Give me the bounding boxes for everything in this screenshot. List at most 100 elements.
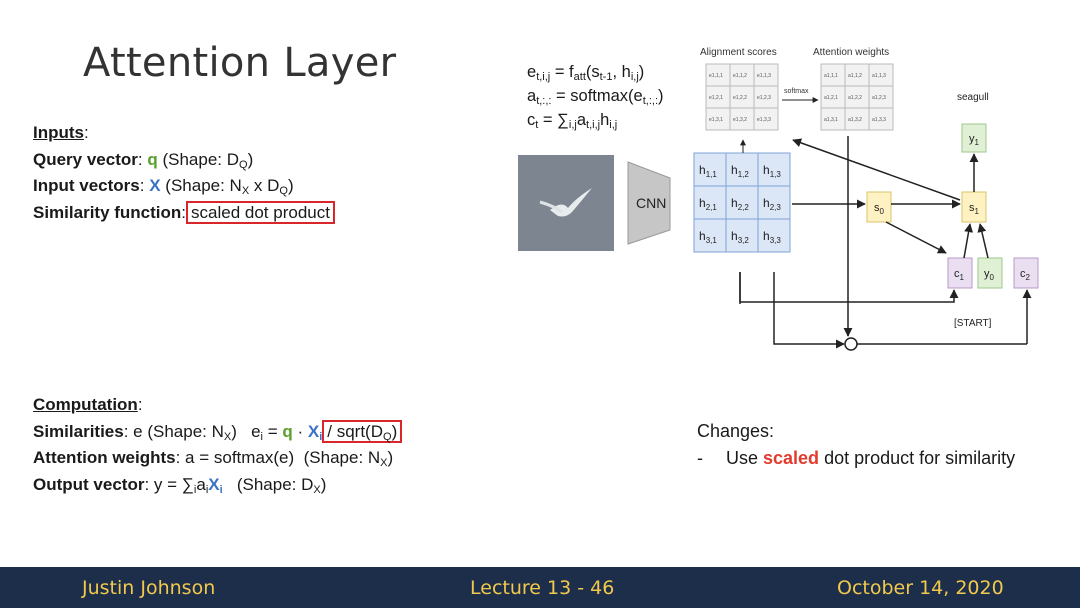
attention-weight-cell-label: a1,3,1 <box>824 117 838 123</box>
changes-block: Changes: - Use scaled dot product for si… <box>697 418 1015 472</box>
cnn-block <box>627 161 671 245</box>
attention-weight-cell-label: a1,2,1 <box>824 95 838 101</box>
input-symbol: X <box>149 176 161 195</box>
similarity-line: Similarity function:scaled dot product <box>33 200 335 227</box>
input-shape-sub1: X <box>241 185 250 197</box>
attention-weight-cell <box>868 107 894 131</box>
feature-cell-label: h1,2 <box>731 163 749 179</box>
alignment-score-cell-label: e1,3,1 <box>709 117 723 123</box>
input-line: Input vectors: X (Shape: NX x DQ) <box>33 176 294 197</box>
feature-cell-label: h2,1 <box>699 196 717 212</box>
similarities-label: Similarities <box>33 421 124 441</box>
query-symbol: q <box>147 149 158 169</box>
feature-cell-label: h3,1 <box>699 229 717 245</box>
feature-cell-label: h2,3 <box>763 196 781 212</box>
alignment-scores-grid: e1,1,1 e1,1,2 e1,1,3 e1,2,1 e1,2,2 e1,2,3 e1,3… <box>705 63 779 131</box>
svg-text:s0: s0 <box>874 202 885 216</box>
attention-diagram: Alignment scores Attention weights e1,1,… <box>518 47 1039 351</box>
s0-box <box>866 191 892 223</box>
input-shape-mid: x D <box>249 176 280 195</box>
attention-weight-cell-label: a1,3,3 <box>872 117 886 123</box>
svg-text:c2: c2 <box>1020 268 1031 282</box>
feature-cell-label: h1,3 <box>763 163 781 179</box>
footer-date: October 14, 2020 <box>837 577 1004 599</box>
y0-box <box>977 257 1003 289</box>
alignment-score-cell-label: e1,2,1 <box>709 95 723 101</box>
footer-author: Justin Johnson <box>82 577 216 599</box>
alignment-scores-label: Alignment scores <box>700 47 777 58</box>
input-shape: (Shape: N <box>165 176 242 195</box>
feature-grid: h1,1 h1,2 h1,3 h2,1 h2,2 h2,3 h3,1 h3,2 h3,3 <box>693 152 791 253</box>
inputs-block: Inputs: Query vector: q (Shape: DQ) Inpu… <box>33 120 335 226</box>
alignment-score-cell-label: e1,3,3 <box>757 117 771 123</box>
input-shape-sub2: Q <box>279 185 288 197</box>
computation-block: Computation: Similarities: e (Shape: NX)… <box>33 392 403 498</box>
feature-cell-label: h1,1 <box>699 163 717 179</box>
attention-weight-cell-label: a1,3,2 <box>848 117 862 123</box>
query-label: Query vector <box>33 149 138 169</box>
attention-weight-cell-label: a1,1,3 <box>872 73 886 79</box>
feature-cell <box>693 218 727 253</box>
query-line: Query vector: q (Shape: DQ) <box>33 149 254 171</box>
output-vector-line: Output vector: y = ∑iaiXi (Shape: DX) <box>33 474 327 496</box>
seagull-image <box>518 155 614 251</box>
formula-e: et,i,j = fatt(st-1, hi,j) <box>527 63 645 83</box>
similarities-line: Similarities: e (Shape: NX) ei = q · Xi/… <box>33 419 403 446</box>
computation-heading: Computation <box>33 395 138 414</box>
footer-lecture: Lecture 13 - 46 <box>470 577 615 599</box>
query-shape: (Shape: D <box>162 149 240 169</box>
similarity-value: scaled dot product <box>186 200 335 224</box>
alignment-score-cell-label: e1,2,3 <box>757 95 771 101</box>
query-shape-close: ) <box>247 149 254 169</box>
footer-bar: Justin Johnson Lecture 13 - 46 October 1… <box>0 567 1080 608</box>
similarity-label: Similarity function <box>33 202 182 222</box>
alignment-score-cell-label: e1,3,2 <box>733 117 747 123</box>
inputs-heading-line: Inputs: <box>33 123 89 142</box>
query-shape-sub: Q <box>239 158 248 171</box>
c1-box <box>947 257 973 289</box>
slide-title: Attention Layer <box>83 40 397 86</box>
attention-weight-cell-label: a1,2,2 <box>848 95 862 101</box>
formula-c: ct = ∑i,jat,i,jhi,j <box>527 111 618 131</box>
svg-text:y0: y0 <box>984 268 995 282</box>
attention-weight-cell-label: a1,1,1 <box>824 73 838 79</box>
start-label: [START] <box>954 318 992 329</box>
softmax-label: softmax <box>784 88 809 95</box>
formula-a: at,:,: = softmax(et,:,:) <box>527 87 664 107</box>
svg-text:s1: s1 <box>969 202 980 216</box>
feature-cell-label: h3,3 <box>763 229 781 245</box>
feature-cell-label: h2,2 <box>731 196 749 212</box>
feature-cell <box>725 218 759 253</box>
alignment-score-cell-label: e1,1,1 <box>709 73 723 79</box>
attention-weight-cell-label: a1,2,3 <box>872 95 886 101</box>
feature-cell-label: h3,2 <box>731 229 749 245</box>
sqrt-box: / sqrt(DQ) <box>322 419 403 443</box>
feature-cell <box>757 152 791 187</box>
seagull-label: seagull <box>957 92 989 103</box>
changes-item: - Use scaled dot product for similarity <box>697 448 1016 468</box>
attention-weights-label: Attention weights <box>813 47 889 58</box>
alignment-score-cell <box>753 107 779 131</box>
feature-cell <box>725 152 759 187</box>
feature-cell <box>693 152 727 187</box>
svg-text:y1: y1 <box>969 133 980 147</box>
attention-weight-cell-label: a1,1,2 <box>848 73 862 79</box>
changes-heading: Changes: <box>697 421 775 441</box>
svg-text:c1: c1 <box>954 268 965 282</box>
y1-box <box>961 123 987 153</box>
c2-box <box>1013 257 1039 289</box>
input-label: Input vectors <box>33 176 140 195</box>
cnn-label: CNN <box>636 195 666 211</box>
attention-weights-text-label: Attention weights <box>33 448 176 467</box>
alignment-score-cell-label: e1,1,2 <box>733 73 747 79</box>
inputs-heading: Inputs <box>33 123 84 142</box>
output-vector-label: Output vector <box>33 474 145 494</box>
alignment-score-cell-label: e1,1,3 <box>757 73 771 79</box>
feature-cell <box>757 218 791 253</box>
attention-weights-line: Attention weights: a = softmax(e) (Shape… <box>33 448 394 469</box>
alignment-score-cell-label: e1,2,2 <box>733 95 747 101</box>
attention-weights-grid: a1,1,1 a1,1,2 a1,1,3 a1,2,1 a1,2,2 a1,2,3 a1,3… <box>820 63 894 131</box>
feature-cell <box>757 185 791 220</box>
attention-formulas: et,i,j = fatt(st-1, hi,j) at,:,: = softm… <box>527 60 664 132</box>
